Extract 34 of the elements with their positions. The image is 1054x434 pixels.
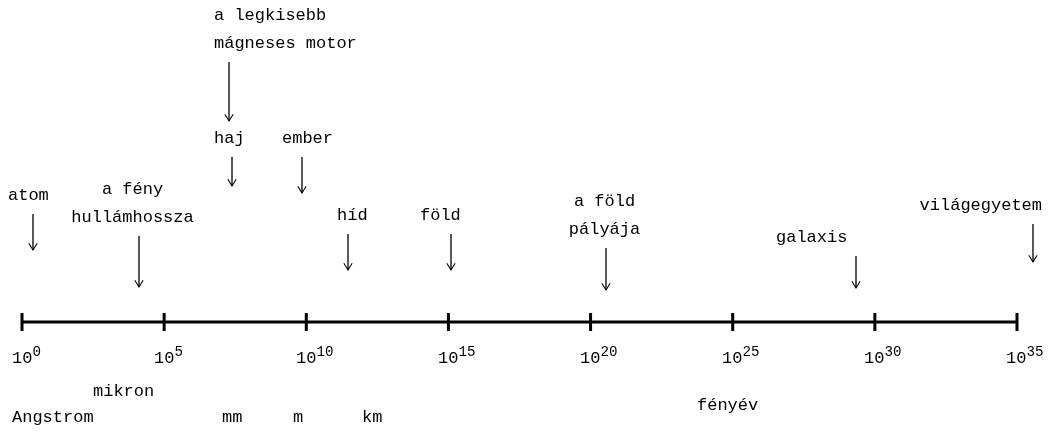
arrow — [446, 233, 456, 271]
unit-label: Angstrom — [12, 407, 94, 429]
scale-item-label: híd — [337, 202, 377, 230]
tick-label: 10$^{35}$ — [1006, 343, 1044, 370]
unit-label: fényév — [697, 395, 759, 417]
tick-label: 10$^{15}$ — [438, 343, 476, 370]
arrow — [134, 235, 144, 288]
scale-item-label: atom — [8, 182, 58, 210]
arrow — [1028, 223, 1038, 263]
tick-label: 10$^{0}$ — [12, 343, 41, 370]
scale-item-label: a föld pályája — [557, 188, 652, 244]
scale-item-label: a legkisebb mágneses motor — [214, 2, 364, 58]
scale-item-label: haj — [214, 125, 254, 153]
arrow — [28, 213, 38, 251]
unit-label: km — [362, 407, 383, 429]
tick-label: 10$^{25}$ — [722, 343, 760, 370]
scale-item-label: világegyetem — [892, 192, 1042, 220]
arrow — [343, 233, 353, 271]
scale-item-label: a fény hullámhossza — [70, 176, 195, 232]
arrow — [601, 247, 611, 291]
arrow — [851, 255, 861, 289]
tick-label: 10$^{5}$ — [154, 343, 183, 370]
tick-label: 10$^{10}$ — [296, 343, 334, 370]
tick-label: 10$^{20}$ — [580, 343, 618, 370]
unit-label: m — [293, 407, 304, 429]
unit-label: mikron — [93, 381, 155, 403]
scale-item-label: ember — [282, 125, 342, 153]
unit-label: mm — [222, 407, 243, 429]
tick-label: 10$^{30}$ — [864, 343, 902, 370]
arrow — [227, 156, 237, 187]
scale-item-label: galaxis — [776, 224, 856, 252]
arrow — [297, 156, 307, 194]
arrow — [224, 61, 234, 122]
scale-item-label: föld — [420, 202, 470, 230]
